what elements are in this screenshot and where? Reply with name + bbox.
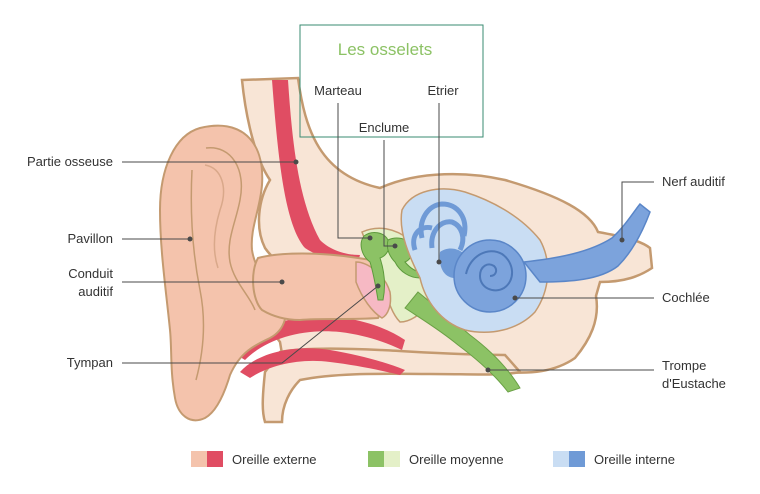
leader-nerf-auditif — [621, 181, 654, 240]
pavillon-inner-fold — [204, 164, 225, 269]
legend-middle-swatch-dark — [368, 451, 384, 467]
label-enclume: Enclume — [359, 120, 410, 135]
leader-marteau — [337, 103, 370, 239]
canal-lower-stripe-2 — [240, 348, 405, 378]
legend-outer-swatch-dark — [207, 451, 223, 467]
marteau — [360, 232, 390, 301]
semicircular-canal-2 — [429, 219, 466, 252]
leader-conduit-dot — [279, 279, 285, 285]
ossicles-box-title: Les osselets — [338, 40, 433, 59]
label-pavillon: Pavillon — [67, 231, 113, 246]
label-tympan: Tympan — [67, 355, 113, 370]
partie-osseuse-stripe — [272, 80, 360, 263]
leader-marteau-dot — [367, 235, 373, 241]
nerf-auditif — [522, 202, 651, 283]
label-marteau: Marteau — [314, 83, 362, 98]
legend-middle-swatch-light — [384, 451, 400, 467]
leader-pavillon-dot — [187, 236, 193, 242]
legend-middle-label: Oreille moyenne — [409, 452, 504, 467]
legend-outer-label: Oreille externe — [232, 452, 317, 467]
leader-enclume — [383, 140, 395, 247]
ossicles-box — [299, 24, 484, 138]
label-trompe-2: d'Eustache — [662, 376, 726, 391]
leader-etrier-dot — [436, 259, 442, 265]
leader-trompe-dot — [485, 367, 491, 373]
label-trompe-1: Trompe — [662, 358, 706, 373]
legend-inner-label: Oreille interne — [594, 452, 675, 467]
leader-cochlee-dot — [512, 295, 518, 301]
legend-item-middle: Oreille moyenne — [368, 451, 504, 467]
legend-item-outer: Oreille externe — [191, 451, 317, 467]
label-cochlee: Cochlée — [662, 290, 710, 305]
label-nerf-auditif: Nerf auditif — [662, 174, 725, 189]
leader-nerf-auditif-dot — [619, 237, 625, 243]
legend-inner-swatch-light — [553, 451, 569, 467]
legend-inner-swatch-dark — [569, 451, 585, 467]
legend-item-inner: Oreille interne — [553, 451, 675, 467]
legend-outer-swatch-light — [191, 451, 207, 467]
conduit-auditif — [252, 252, 388, 322]
leader-partie-osseuse-dot — [293, 159, 299, 165]
label-etrier: Etrier — [427, 83, 459, 98]
leader-tympan-dot — [375, 283, 381, 289]
semicircular-canal-1 — [418, 201, 468, 239]
lower-bone — [261, 347, 523, 424]
label-conduit-2: auditif — [78, 284, 113, 299]
label-partie-osseuse: Partie osseuse — [27, 154, 113, 169]
legend: Oreille externe Oreille moyenne Oreille … — [191, 451, 675, 467]
semicircular-canal-3 — [411, 224, 433, 251]
cochlee-spiral — [465, 250, 513, 292]
leader-tympan — [122, 285, 379, 364]
label-conduit-1: Conduit — [68, 266, 113, 281]
leader-enclume-dot — [392, 243, 398, 249]
pavillon-fold — [190, 147, 256, 381]
